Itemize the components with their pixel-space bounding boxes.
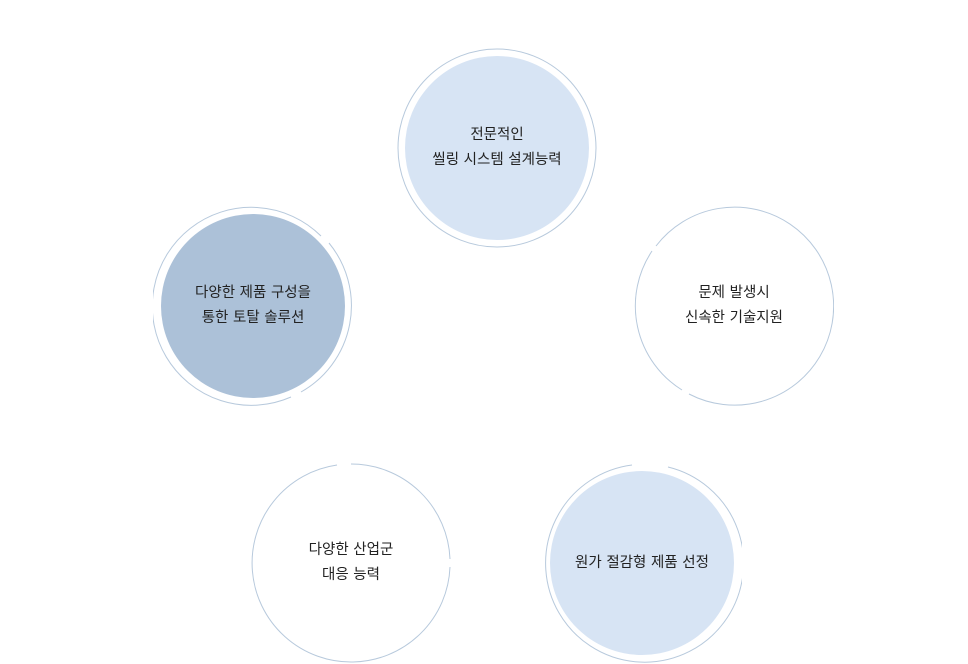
circle-technical-support-label: 문제 발생시 신속한 기술지원 <box>634 206 834 406</box>
circle-technical-support-line1: 문제 발생시 <box>698 285 770 301</box>
circle-cost-saving: 원가 절감형 제품 선정 <box>542 463 742 663</box>
circle-technical-support: 문제 발생시 신속한 기술지원 <box>634 206 834 406</box>
circle-industry-coverage-shape <box>251 463 451 663</box>
circle-technical-support-line2: 신속한 기술지원 <box>685 310 783 326</box>
circle-design-capability-line1: 전문적인 <box>470 127 524 143</box>
circle-technical-support-shape <box>634 206 834 406</box>
circle-total-solution-line2: 통한 토탈 솔루션 <box>201 310 305 326</box>
circle-design-capability-shape <box>397 48 597 248</box>
circle-design-capability: 전문적인 씰링 시스템 설계능력 <box>397 48 597 248</box>
circle-industry-coverage-label: 다양한 산업군 대응 능력 <box>251 463 451 663</box>
circle-industry-coverage-line1: 다양한 산업군 <box>308 542 394 558</box>
circle-total-solution: 다양한 제품 구성을 통한 토탈 솔루션 <box>153 206 353 406</box>
circle-cost-saving-shape <box>545 464 742 663</box>
circle-total-solution-label: 다양한 제품 구성을 통한 토탈 솔루션 <box>153 206 353 406</box>
circle-industry-coverage-line2: 대응 능력 <box>322 567 380 583</box>
circle-design-capability-label: 전문적인 씰링 시스템 설계능력 <box>397 48 597 248</box>
circle-design-capability-line2: 씰링 시스템 설계능력 <box>432 152 562 168</box>
circle-total-solution-line1: 다양한 제품 구성을 <box>195 285 311 301</box>
circle-total-solution-shape <box>153 206 352 406</box>
circle-industry-coverage: 다양한 산업군 대응 능력 <box>251 463 451 663</box>
circle-cost-saving-line1: 원가 절감형 제품 선정 <box>575 554 709 571</box>
circle-cost-saving-label: 원가 절감형 제품 선정 <box>542 463 742 663</box>
